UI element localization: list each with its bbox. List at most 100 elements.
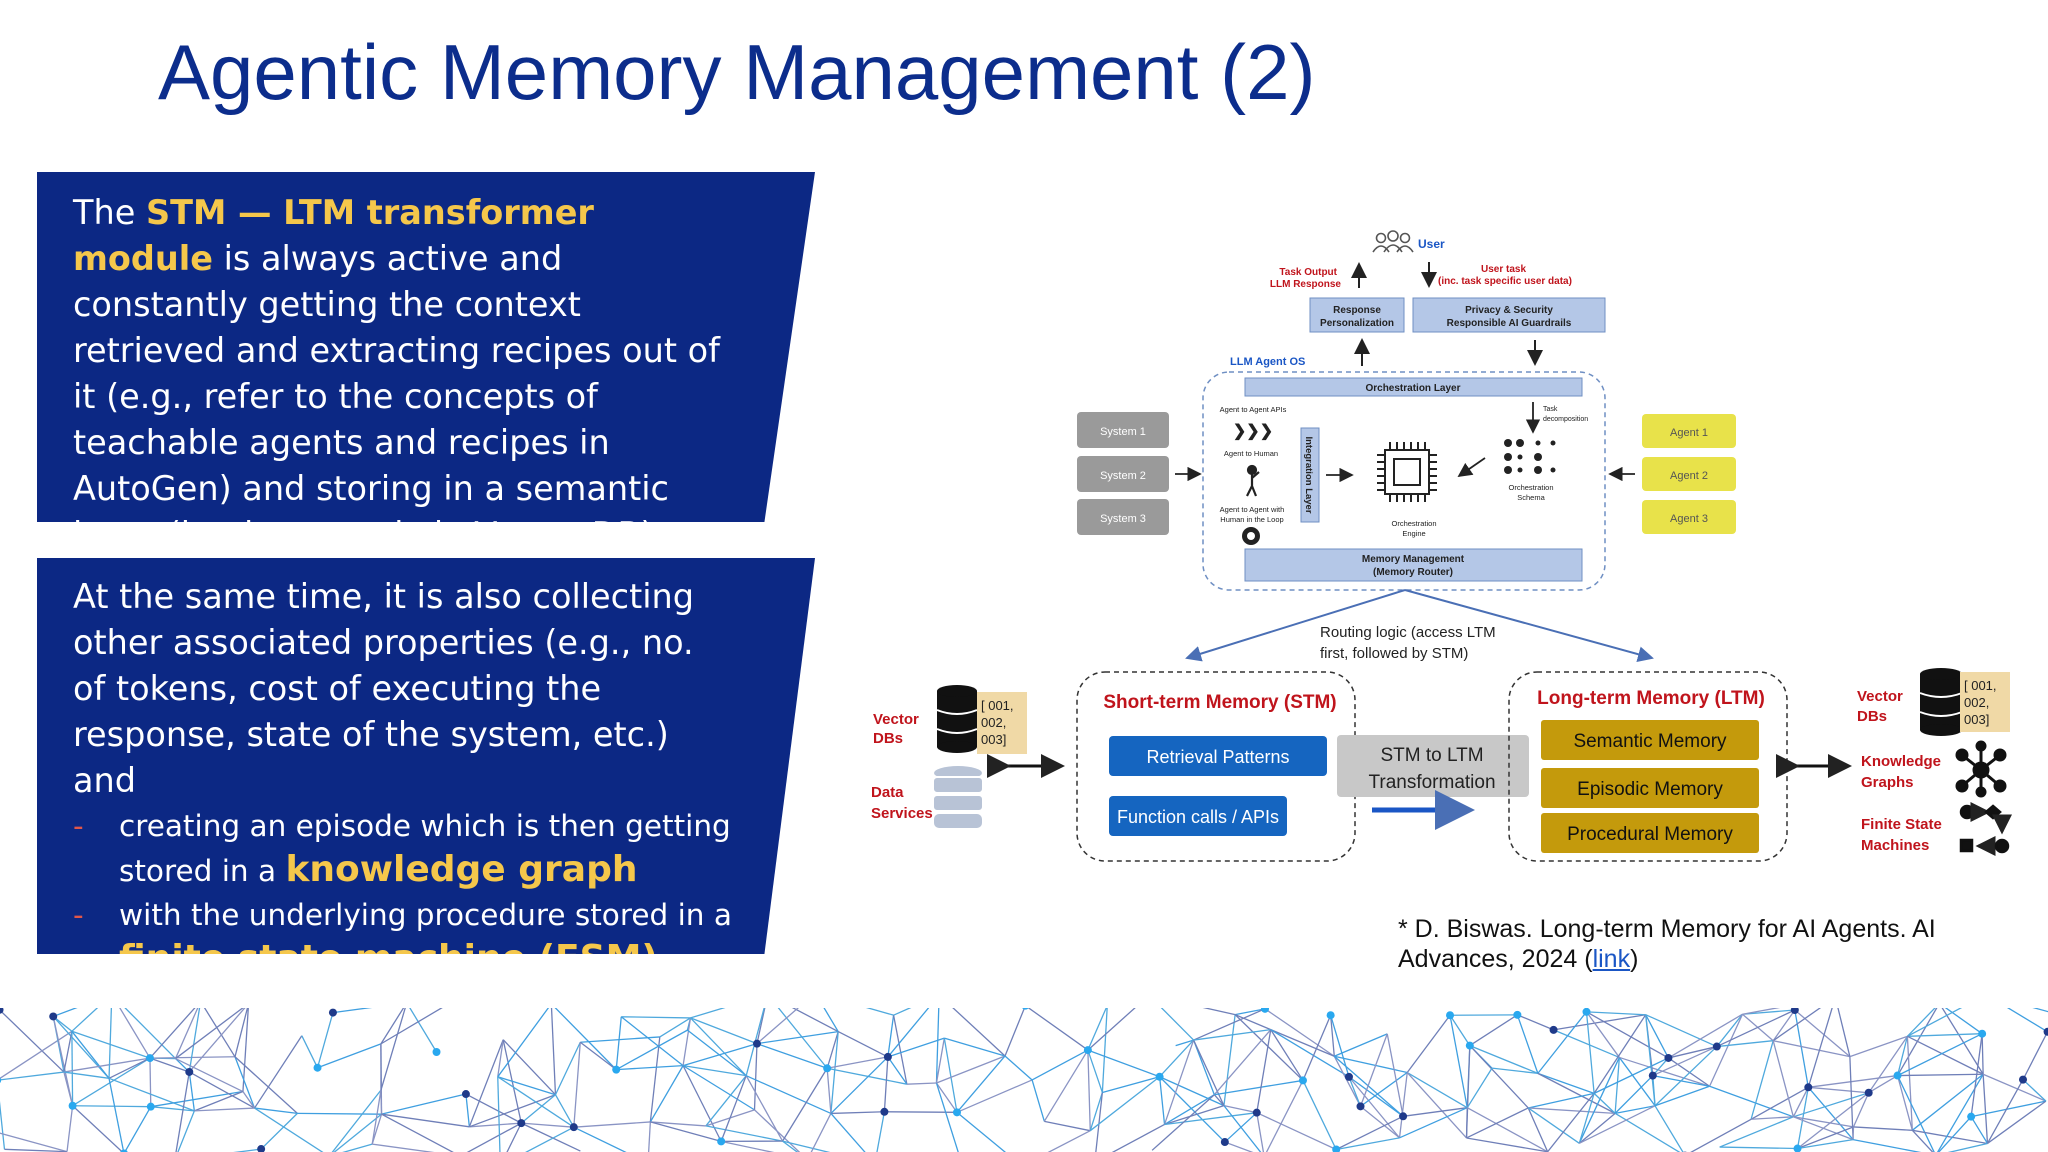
stm-title: Short-term Memory (STM) xyxy=(1103,692,1336,713)
mesh-line xyxy=(1348,1076,1362,1107)
knowledge-graphs-label-2: Graphs xyxy=(1861,774,1914,791)
mesh-line xyxy=(194,1107,255,1112)
mesh-line xyxy=(175,1008,244,1060)
mesh-line xyxy=(1089,1076,1161,1132)
mesh-line xyxy=(1264,1008,1335,1057)
mesh-node xyxy=(1399,1112,1408,1121)
mesh-line xyxy=(520,1094,556,1124)
mesh-line xyxy=(837,1031,889,1058)
mesh-line xyxy=(705,1125,783,1142)
mesh-line xyxy=(823,1008,839,1032)
mesh-line xyxy=(381,1113,470,1128)
mesh-line xyxy=(777,1008,828,1069)
mesh-node xyxy=(880,1107,889,1116)
mesh-line xyxy=(690,1008,726,1019)
mesh-line xyxy=(1406,1071,1468,1109)
mesh-line xyxy=(782,1140,831,1152)
mesh-line xyxy=(71,1008,99,1032)
mesh-line xyxy=(1175,1039,1194,1047)
mesh-node xyxy=(1549,1025,1558,1034)
mesh-line xyxy=(690,1017,758,1045)
mesh-node xyxy=(328,1008,337,1017)
mesh-line xyxy=(1586,1011,1669,1059)
db-note-right-line-2: 002, xyxy=(1964,695,1989,710)
chevrons-icon: ❯❯❯ xyxy=(1233,423,1273,441)
memory-management-label: Memory Management xyxy=(1362,554,1465,565)
mesh-line xyxy=(1537,1011,1588,1074)
mesh-line xyxy=(108,1008,113,1079)
schema-dots-icon xyxy=(1504,439,1556,474)
mesh-line xyxy=(497,1076,556,1096)
citation-link[interactable]: link xyxy=(1592,945,1631,973)
mesh-line xyxy=(1792,1087,1809,1118)
mesh-line xyxy=(188,1071,255,1109)
mesh-line xyxy=(1654,1105,1684,1152)
mesh-line xyxy=(745,1075,832,1115)
system-2-label: System 2 xyxy=(1100,470,1146,482)
mesh-line xyxy=(1797,1126,1854,1150)
user-label: User xyxy=(1418,237,1445,251)
mesh-line xyxy=(124,1106,152,1152)
mesh-line xyxy=(810,1113,832,1152)
mesh-line xyxy=(615,1029,688,1071)
mesh-line xyxy=(1159,1076,1225,1107)
bullet-knowledge-graph: - creating an episode which is then gett… xyxy=(73,804,733,893)
mesh-line xyxy=(1359,1033,1388,1107)
mesh-line xyxy=(188,1071,195,1111)
mesh-line xyxy=(297,1112,382,1115)
mesh-line xyxy=(1213,1094,1225,1107)
mesh-line xyxy=(1031,1049,1089,1081)
mesh-line xyxy=(1797,1092,1870,1150)
mesh-line xyxy=(1896,1036,1909,1076)
user-icon xyxy=(1372,230,1414,253)
mesh-line xyxy=(1849,1035,1908,1058)
orchestration-engine-label: Orchestration xyxy=(1391,519,1436,528)
mesh-line xyxy=(943,1038,958,1113)
mesh-node xyxy=(145,1054,154,1063)
mesh-line xyxy=(1709,1085,1794,1118)
mesh-line xyxy=(1111,1123,1165,1152)
mesh-line xyxy=(497,1039,504,1077)
mesh-line xyxy=(1004,1055,1033,1081)
mesh-line xyxy=(1614,1112,1681,1152)
mesh-node xyxy=(883,1052,892,1061)
mesh-line xyxy=(1970,1116,1989,1144)
routing-logic-label: Routing logic (access LTM xyxy=(1320,624,1496,641)
mesh-line xyxy=(893,1008,912,1016)
mesh-node xyxy=(1252,1108,1261,1117)
mesh-node xyxy=(1261,1008,1270,1013)
bullet-highlight: finite state machine (FSM) xyxy=(119,938,658,979)
response-personalization-label-2: Personalization xyxy=(1320,318,1394,329)
mesh-node xyxy=(1967,1112,1976,1121)
mesh-line xyxy=(1971,1100,2047,1118)
mesh-line xyxy=(579,1041,617,1071)
mesh-line xyxy=(1897,1033,1983,1077)
mesh-line xyxy=(1750,1040,1774,1120)
mesh-line xyxy=(887,1037,945,1058)
vector-dbs-right-label: Vector xyxy=(1857,688,1903,705)
mesh-line xyxy=(233,1148,262,1152)
mesh-line xyxy=(1793,1116,1854,1128)
memory-router-box xyxy=(1244,548,1583,582)
mesh-line xyxy=(687,1029,747,1077)
mesh-line xyxy=(465,1093,522,1124)
mesh-line xyxy=(1852,1092,1870,1128)
mesh-line xyxy=(1897,1073,1984,1077)
mesh-line xyxy=(1772,1040,1794,1117)
mesh-node xyxy=(1155,1072,1164,1081)
mesh-line xyxy=(1772,1009,1796,1042)
mesh-line xyxy=(781,1067,828,1142)
mesh-node xyxy=(1664,1053,1673,1062)
mesh-line xyxy=(682,1017,692,1066)
mesh-line xyxy=(935,1082,959,1152)
orchestration-engine-label-2: Engine xyxy=(1402,529,1425,538)
mesh-line xyxy=(615,1016,622,1070)
mesh-line xyxy=(554,1041,581,1095)
mesh-node xyxy=(517,1119,526,1128)
mesh-line xyxy=(1527,1107,1580,1144)
mesh-line xyxy=(52,1008,78,1018)
mesh-line xyxy=(944,1037,1006,1057)
mesh-line xyxy=(1406,1014,1451,1073)
mesh-line xyxy=(1047,1130,1091,1152)
mesh-line xyxy=(1335,1115,1404,1151)
